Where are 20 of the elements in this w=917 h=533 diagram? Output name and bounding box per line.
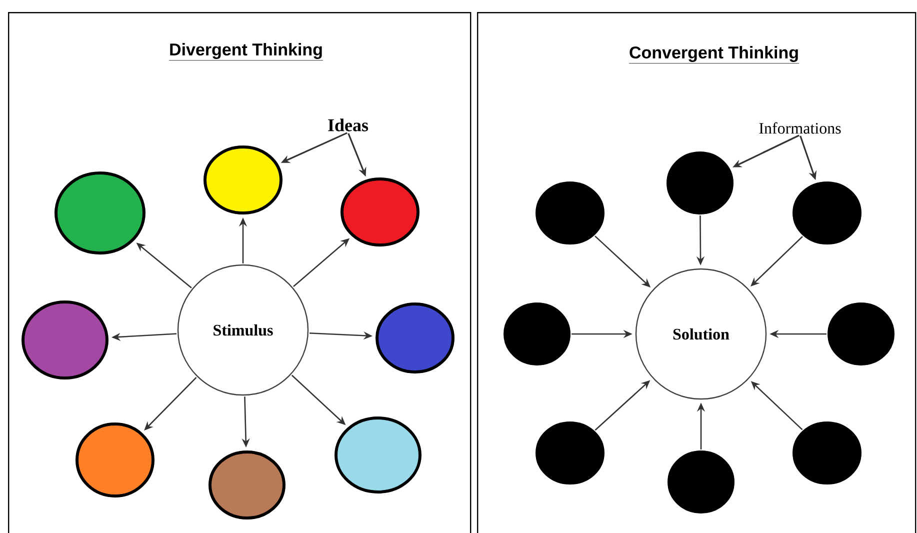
heading: Convergent Thinking	[628, 46, 800, 64]
filled-circle	[792, 422, 862, 484]
filled-circle	[376, 302, 454, 374]
filled-circle	[504, 302, 570, 366]
callout-text: Informations	[759, 122, 841, 134]
filled-circle	[536, 182, 604, 244]
filled-circle	[792, 182, 862, 244]
filled-circle	[536, 422, 604, 484]
filled-circle	[204, 146, 282, 214]
filled-circle	[668, 450, 734, 514]
filled-circle	[76, 422, 154, 498]
heading: Divergent Thinking	[168, 43, 324, 61]
filled-circle	[340, 178, 420, 246]
filled-circle	[208, 450, 286, 520]
filled-circle	[22, 300, 108, 380]
filled-circle	[334, 416, 422, 494]
callout-text: Ideas	[328, 118, 368, 132]
filled-circle	[828, 302, 895, 366]
filled-circle	[54, 172, 146, 254]
filled-circle	[666, 152, 734, 214]
